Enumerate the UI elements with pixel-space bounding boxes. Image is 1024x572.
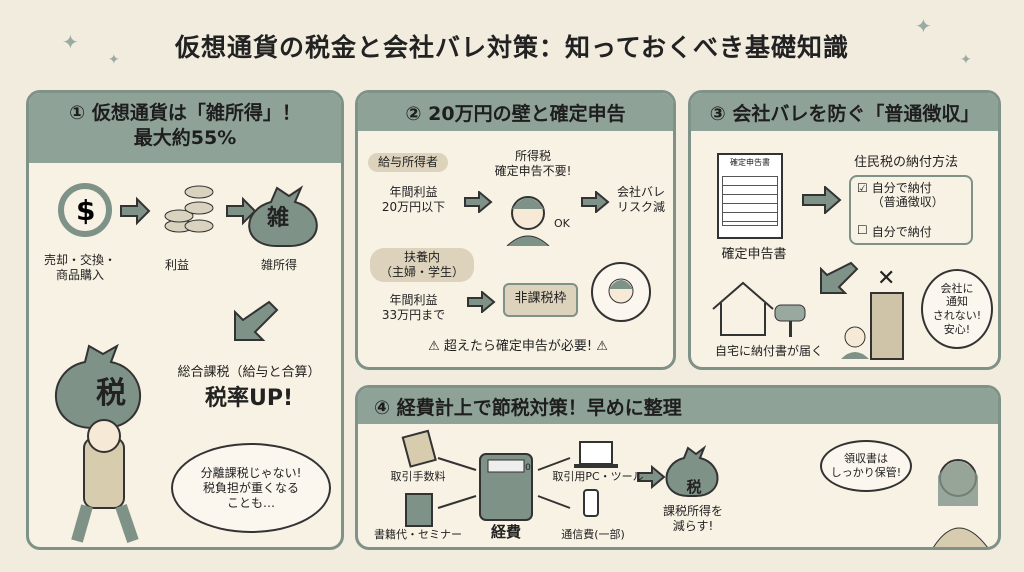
smartphone-icon	[583, 489, 599, 517]
speech-bubble-separate-tax: 分離課税じゃない! 税負担が重くなる ことも…	[171, 443, 331, 533]
person-thumbs-up-icon	[506, 196, 550, 246]
arrow-right-icon	[637, 464, 666, 490]
reduce-taxable-income-label: 課税所得を 減らす!	[662, 504, 723, 533]
home-bill-label: 自宅に納付書が届く	[714, 344, 823, 358]
exchange-cycle-icon: $	[58, 183, 112, 237]
condition-dependent: 年間利益 33万円まで	[381, 293, 446, 322]
option-label: 自分で納付 （普通徴収）	[871, 181, 944, 210]
payment-method-options: ☑自分で納付 （普通徴収） ☐自分で納付	[849, 175, 973, 245]
calculator-display: 0	[525, 463, 531, 473]
sparkle-icon: ✦	[960, 52, 972, 68]
arrow-right-icon	[120, 196, 151, 226]
panel1-subtitle: 最大約55%	[133, 126, 237, 149]
arrow-right-icon	[802, 186, 842, 214]
panel-misc-income: ① 仮想通貨は「雑所得」！ 最大約55% $ 雑 売却・交換・ 商品購入 利益 …	[26, 90, 344, 550]
arrow-down-left-icon	[820, 261, 859, 294]
speech-bubble-keep-receipts: 領収書は しっかり保管!	[820, 440, 912, 492]
result-no-filing: 所得税 確定申告不要!	[494, 149, 572, 178]
checkbox-empty-icon[interactable]: ☐	[857, 223, 868, 237]
tag-dependent: 扶養内 （主婦・学生）	[370, 248, 475, 282]
checkbox-checked-icon[interactable]: ☑	[857, 181, 868, 195]
sparkle-icon: ✦	[108, 52, 120, 68]
arrow-right-icon	[581, 191, 610, 213]
tag-salaried: 給与所得者	[368, 153, 449, 172]
document-header: 確定申告書	[730, 158, 770, 167]
flow-step-profit: 利益	[164, 258, 189, 272]
warning-filing-required: ⚠ 超えたら確定申告が必要! ⚠	[398, 339, 638, 355]
tax-return-label: 確定申告書	[721, 247, 787, 262]
arrow-right-icon	[226, 196, 257, 226]
panel-ordinary-collection: ③ 会社バレを防ぐ「普通徴収」 確定申告書 確定申告書 住民税の納付方法 ☑自分…	[688, 90, 1001, 370]
panel-200k-threshold: ② 20万円の壁と確定申告 給与所得者 年間利益 20万円以下 所得税 確定申告…	[355, 90, 676, 370]
arrow-right-icon	[464, 191, 493, 213]
tax-bag-icon	[665, 445, 719, 497]
expense-item-pc: 取引用PC・ツール	[552, 470, 644, 483]
expense-diagram-icons	[401, 429, 988, 547]
flow-step-trade: 売却・交換・ 商品購入	[43, 253, 116, 282]
tax-bag-label: 税	[96, 376, 126, 411]
tax-bag-label: 税	[686, 478, 702, 496]
book-icon	[401, 429, 437, 468]
expense-center-label: 経費	[490, 523, 521, 541]
cross-icon: ✕	[877, 266, 896, 291]
tax-rate-up-label: 税率UP!	[204, 386, 294, 411]
option-ordinary-collection[interactable]: ☑自分で納付 （普通徴収）	[857, 181, 944, 210]
flow-step-misc-income: 雑所得	[260, 258, 297, 272]
expense-item-communication: 通信費(一部)	[561, 528, 625, 541]
option-label: 自分で納付	[871, 225, 932, 239]
panel4-title: ④ 経費計上で節税対策！早めに整理	[358, 388, 998, 424]
speech-bubble-safe: 会社に 通知 されない! 安心!	[921, 269, 993, 349]
panel3-title: ③ 会社バレを防ぐ「普通徴収」	[691, 93, 998, 131]
office-building-person-icon	[841, 292, 904, 360]
woman-avatar-bubble-icon	[591, 262, 651, 322]
money-bag-icon	[248, 185, 318, 247]
sparkle-icon: ✦	[915, 14, 932, 38]
panel1-title: ① 仮想通貨は「雑所得」！	[69, 102, 301, 124]
tax-return-document-icon: 確定申告書	[717, 153, 783, 239]
income-flow-icons: $	[58, 183, 318, 247]
sparkle-icon: ✦	[62, 30, 79, 54]
laptop-icon	[579, 441, 613, 465]
payment-method-title: 住民税の納付方法	[853, 155, 958, 170]
warning-icon: ⚠	[428, 339, 440, 354]
misc-bag-label: 雑	[266, 206, 289, 231]
panel2-title: ② 20万円の壁と確定申告	[358, 93, 673, 131]
page-title: 仮想通貨の税金と会社バレ対策：知っておくべき基礎知識	[174, 33, 849, 62]
result-reduced-risk: 会社バレ リスク減	[616, 185, 665, 214]
ok-label: OK	[554, 217, 570, 230]
arrow-down-left-icon	[234, 300, 279, 341]
comprehensive-taxation-note: 総合課税（給与と合算）	[177, 365, 321, 380]
dollar-icon: $	[76, 194, 95, 227]
house-mailbox-icon	[712, 281, 806, 337]
coins-icon	[164, 185, 214, 233]
panel-expense-deduction: ④ 経費計上で節税対策！早めに整理 税 0 取引手数料 書籍代・セミナー 経費 …	[355, 385, 1001, 550]
warning-icon: ⚠	[596, 339, 608, 354]
person-carrying-tax-bag-illustration	[54, 343, 142, 543]
expense-item-books: 書籍代・セミナー	[374, 528, 462, 541]
option-self-payment[interactable]: ☐自分で納付	[857, 223, 932, 240]
arrow-right-icon	[467, 291, 496, 313]
tax-exempt-box: 非課税枠	[503, 283, 578, 317]
condition-salaried: 年間利益 20万円以下	[381, 185, 446, 214]
expense-item-fees: 取引手数料	[390, 470, 446, 483]
book-icon	[405, 493, 433, 527]
warning-text: 超えたら確定申告が必要!	[443, 339, 593, 354]
